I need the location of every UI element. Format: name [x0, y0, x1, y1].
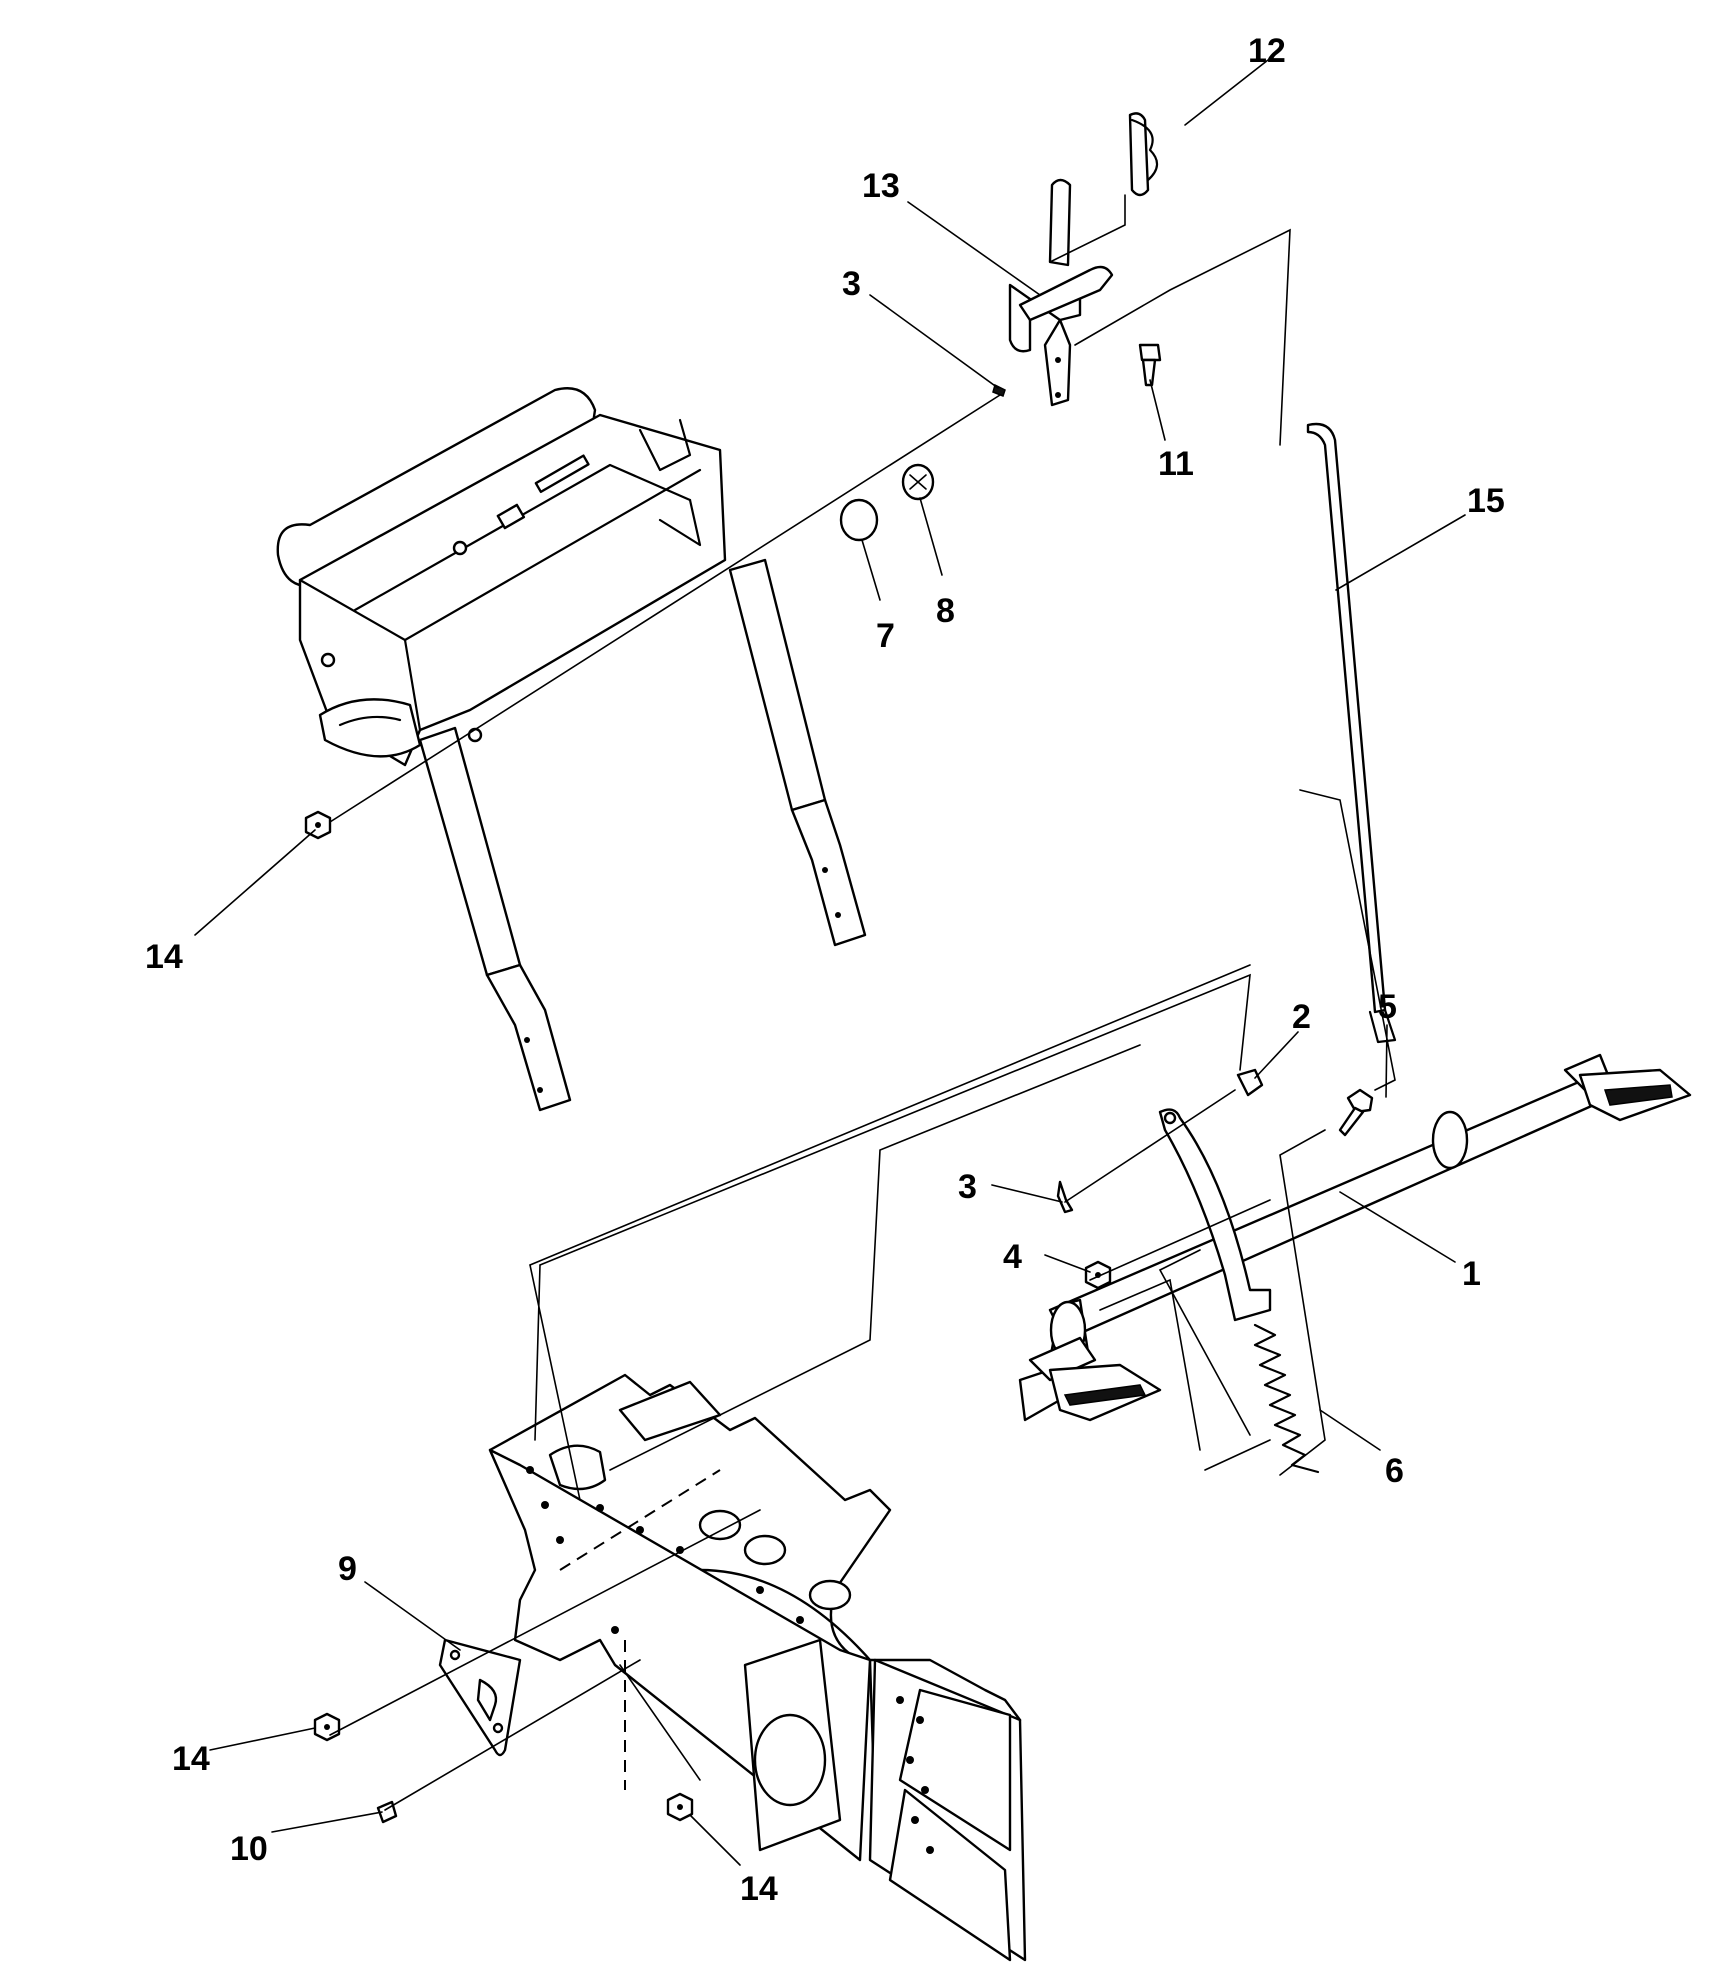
callout-lines [194, 59, 1466, 1866]
callout-label-8: 8 [936, 592, 955, 630]
callout-label-9: 9 [338, 1550, 357, 1588]
shift-lever-assembly [1008, 112, 1159, 407]
callout-label-6: 6 [1385, 1452, 1404, 1490]
callout-label-7: 7 [876, 617, 895, 655]
callout-label-11: 11 [1158, 445, 1194, 483]
callout-label-12: 12 [1248, 32, 1286, 70]
callout-label-2: 2 [1292, 998, 1311, 1036]
callout-label-4: 4 [1003, 1238, 1022, 1276]
callout-label-14: 14 [145, 938, 183, 976]
cross-shaft-assembly [1018, 1053, 1692, 1474]
callout-label-3: 3 [842, 265, 861, 303]
callout-label-13: 13 [862, 167, 900, 205]
callout-label-10: 10 [230, 1830, 268, 1868]
callout-label-5: 5 [1378, 988, 1397, 1026]
hardware [304, 343, 1374, 1824]
rod-assembly [1306, 422, 1397, 1044]
callout-label-15: 15 [1467, 482, 1505, 520]
leader-lines [329, 228, 1396, 1811]
callout-label-1: 1 [1462, 1255, 1481, 1293]
callout-label-3: 3 [958, 1168, 977, 1206]
handle-assembly [276, 387, 867, 1112]
callout-label-14: 14 [740, 1870, 778, 1908]
callout-label-14: 14 [172, 1740, 210, 1778]
part-labels: 12 13 3 11 15 7 8 14 2 5 3 4 1 6 9 14 10… [145, 32, 1505, 1908]
frame-assembly [438, 1373, 1027, 1962]
